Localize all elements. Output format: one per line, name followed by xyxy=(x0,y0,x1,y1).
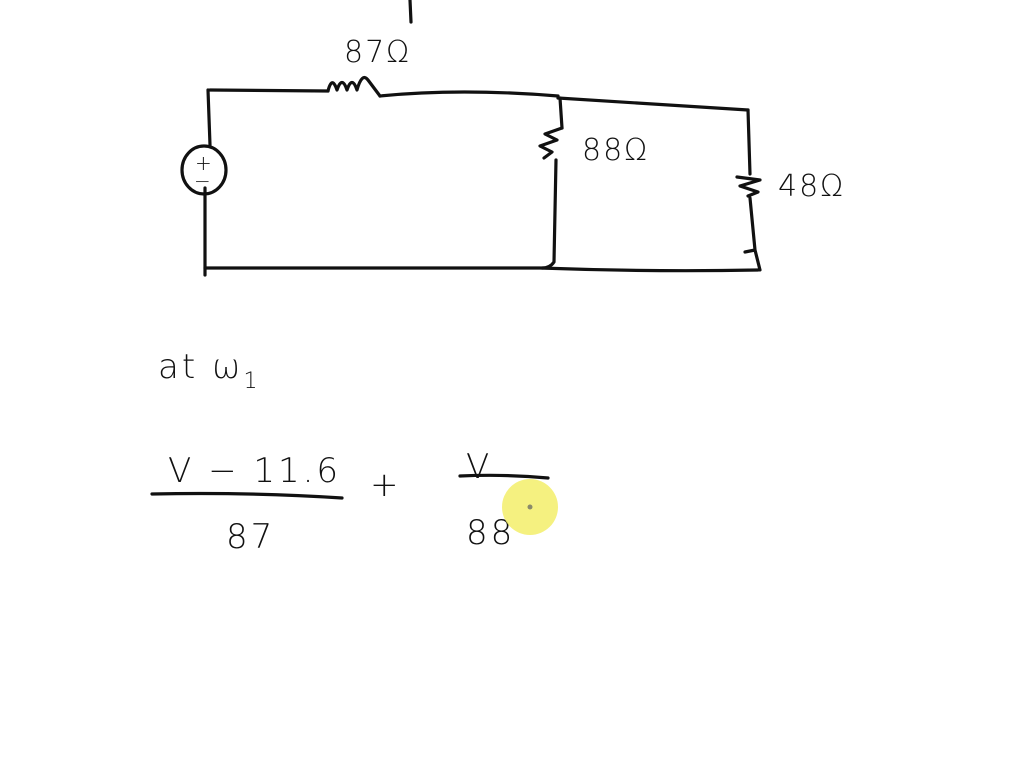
wire-right-bottom xyxy=(743,196,762,272)
voltage-source-plus: + xyxy=(195,151,212,175)
resistor-87-label: 87Ω xyxy=(344,35,411,70)
wire-bottom xyxy=(203,266,760,273)
pointer-cursor xyxy=(502,479,558,535)
term1-fraction-bar xyxy=(150,491,344,500)
resistor-48-symbol xyxy=(735,175,762,198)
wire-left-top xyxy=(206,88,212,147)
plus-operator: + xyxy=(370,465,402,505)
wire-mid-top xyxy=(558,96,564,130)
stray-stroke xyxy=(408,0,413,24)
term1-numerator: V − 11.6 xyxy=(168,451,341,491)
resistor-48-label: 48Ω xyxy=(778,169,845,204)
notes: at ω1 V − 11.6 87 + V 88 xyxy=(150,347,550,557)
term2-numerator: V xyxy=(466,447,492,487)
wire-right-top xyxy=(746,108,752,176)
wire-top-far-right xyxy=(556,96,750,112)
term2-fraction-bar xyxy=(458,473,550,480)
wire-mid-bottom xyxy=(540,158,558,270)
term1-denominator: 87 xyxy=(226,517,275,557)
heading-subscript: 1 xyxy=(243,369,260,394)
heading-at-omega: at ω1 xyxy=(158,347,260,394)
term2-denominator: 88 xyxy=(466,513,515,553)
wire-top-right xyxy=(378,90,560,98)
voltage-source: + − xyxy=(180,144,228,196)
cursor-dot xyxy=(527,504,533,510)
circuit-diagram xyxy=(203,76,762,277)
resistor-88-label: 88Ω xyxy=(582,133,649,168)
voltage-source-circle xyxy=(180,144,228,196)
voltage-source-minus: − xyxy=(194,169,211,193)
heading-text: at ω xyxy=(158,347,243,387)
wire-top-left xyxy=(208,88,330,93)
resistor-88-symbol xyxy=(538,126,564,160)
resistor-87-symbol xyxy=(326,76,382,98)
